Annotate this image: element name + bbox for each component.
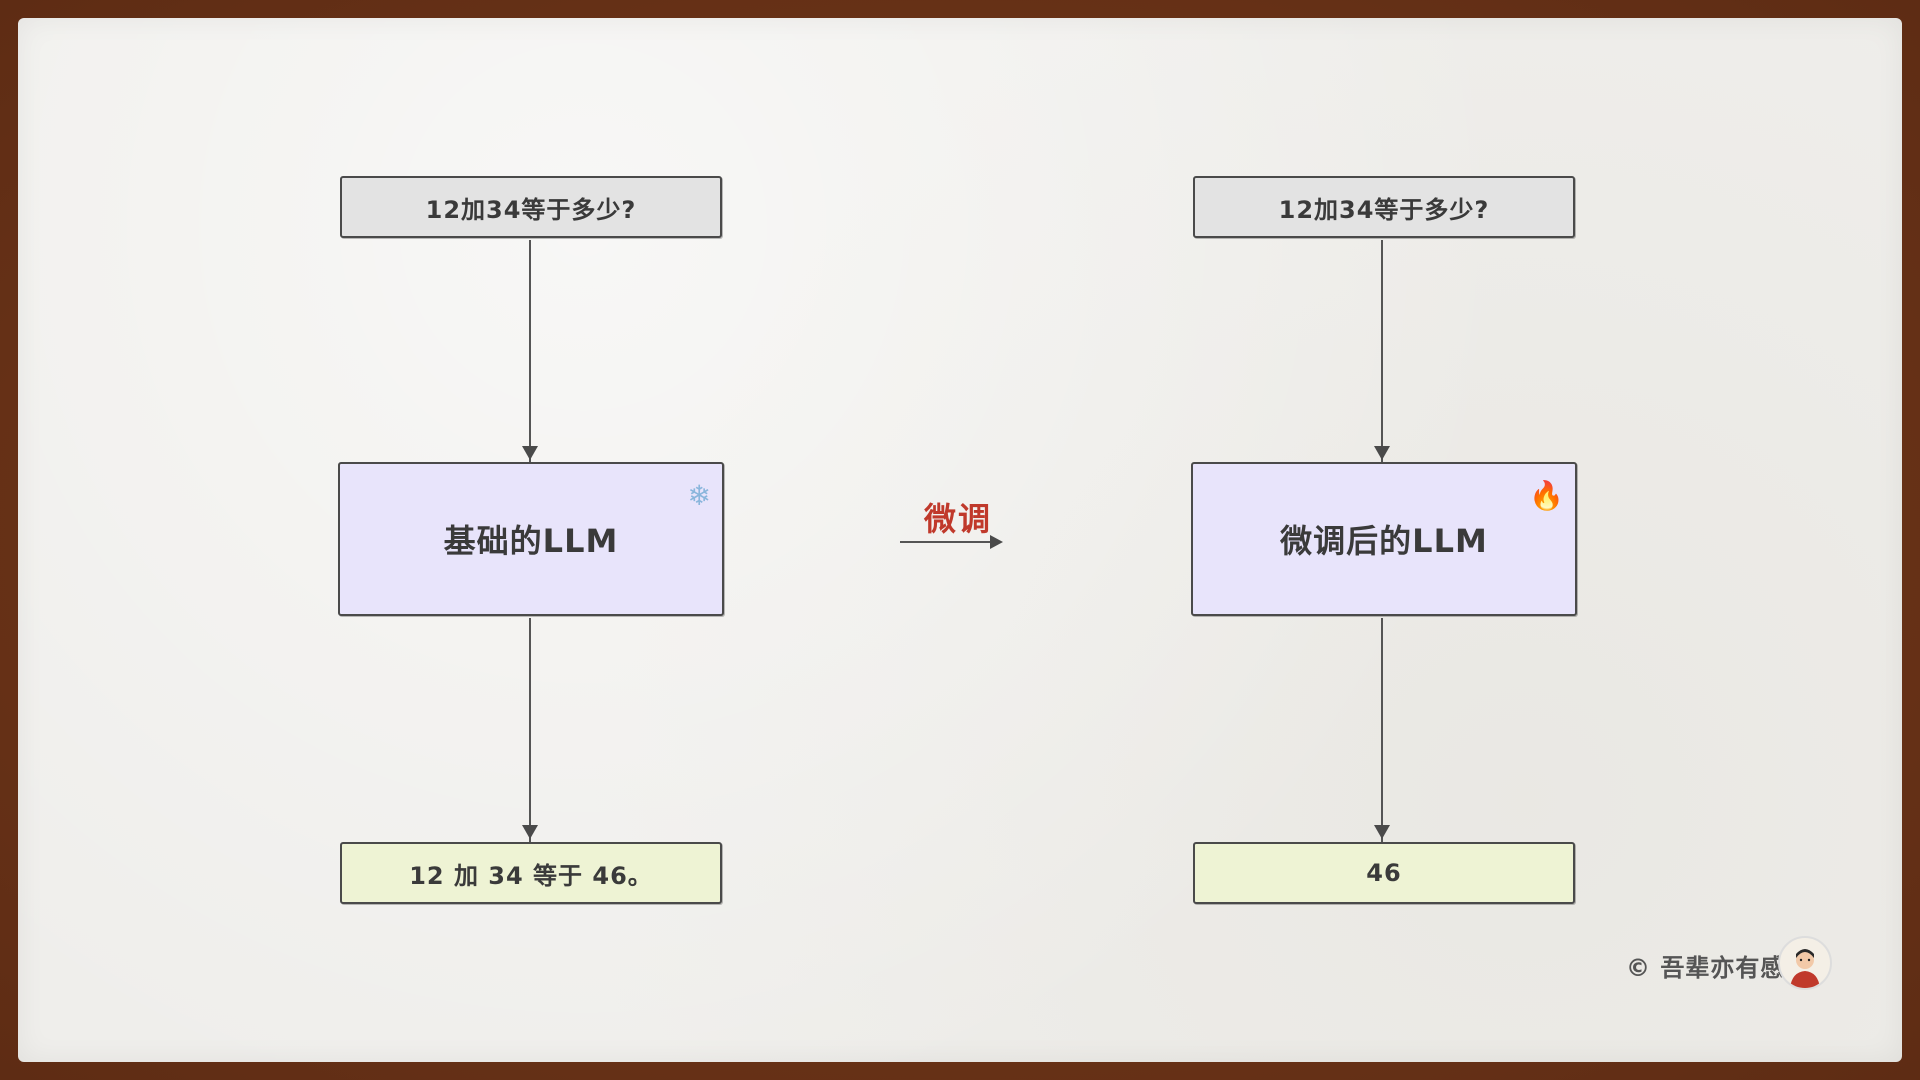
finetuned-llm-box: 微调后的LLM 🔥 (1191, 462, 1577, 616)
right-answer-text: 46 (1366, 859, 1401, 887)
right-question-box: 12加34等于多少? (1193, 176, 1575, 238)
author-avatar (1778, 936, 1832, 990)
finetuned-llm-label: 微调后的LLM (1280, 516, 1488, 562)
copyright-text: © 吾辈亦有感 (1626, 948, 1785, 983)
fine-tune-label: 微调 (924, 494, 992, 540)
right-question-text: 12加34等于多少? (1279, 190, 1490, 225)
base-llm-box: 基础的LLM ❄ (338, 462, 724, 616)
left-question-text: 12加34等于多少? (426, 190, 637, 225)
fire-icon: 🔥 (1529, 482, 1565, 510)
left-answer-box: 12 加 34 等于 46。 (340, 842, 722, 904)
left-answer-text: 12 加 34 等于 46。 (409, 856, 653, 891)
right-arrow-2-line (1381, 618, 1383, 843)
base-llm-label: 基础的LLM (444, 516, 619, 562)
right-arrow-1-head (1374, 446, 1390, 460)
left-arrow-2-line (529, 618, 531, 843)
snowflake-icon: ❄ (688, 482, 712, 510)
right-answer-box: 46 (1193, 842, 1575, 904)
avatar-illustration (1780, 938, 1830, 988)
left-arrow-1-line (529, 240, 531, 466)
diagram-canvas: 12加34等于多少? 基础的LLM ❄ 12 加 34 等于 46。 微调 12… (18, 18, 1902, 1062)
left-arrow-1-head (522, 446, 538, 460)
right-arrow-2-head (1374, 825, 1390, 839)
left-arrow-2-head (522, 825, 538, 839)
left-question-box: 12加34等于多少? (340, 176, 722, 238)
fine-tune-arrow-line (900, 541, 994, 543)
right-arrow-1-line (1381, 240, 1383, 466)
fine-tune-arrow-head (990, 535, 1003, 549)
